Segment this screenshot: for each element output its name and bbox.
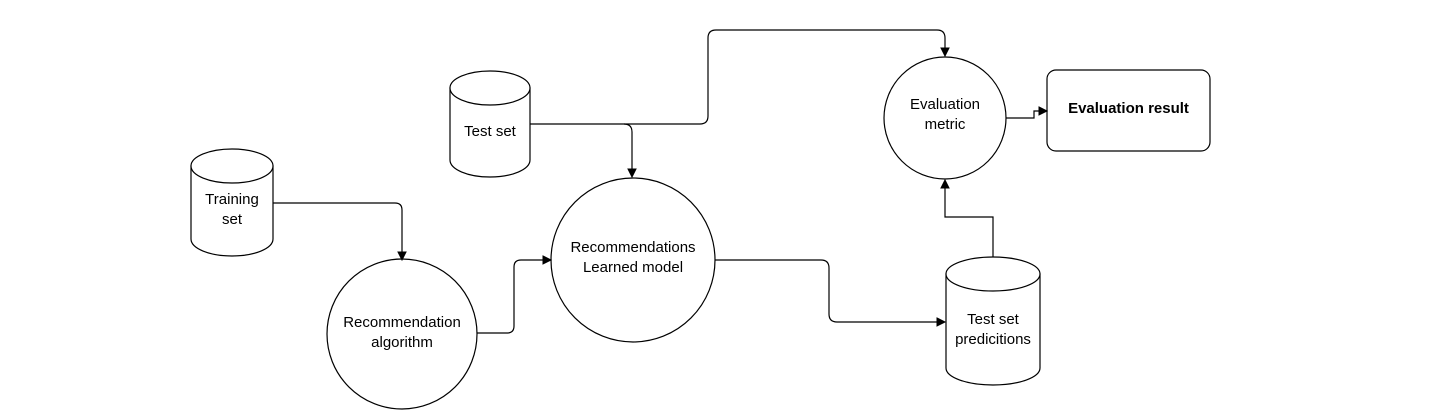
edge-model-to-predictions <box>715 259 938 323</box>
edge-algorithm-to-model <box>477 259 544 334</box>
arrowhead-metric-to-result <box>1038 106 1049 116</box>
edge-training-to-algorithm <box>273 202 403 253</box>
edge-metric-to-result <box>1006 110 1040 119</box>
edge-testset-to-metric <box>624 29 946 125</box>
arrowhead-testset-to-model <box>627 168 637 179</box>
test-set-label: Test set <box>464 123 516 140</box>
evaluation-metric-label: Evaluation metric <box>909 96 981 133</box>
arrowhead-predictions-to-metric <box>940 178 950 189</box>
arrowhead-model-to-predictions <box>936 317 947 327</box>
edge-predictions-to-metric <box>944 187 994 257</box>
test-set-predictions-label: Test set predicitions <box>955 311 1031 348</box>
arrowhead-algorithm-to-model <box>542 255 553 265</box>
training-set-cylinder <box>190 148 274 257</box>
evaluation-result-label: Evaluation result <box>1068 100 1189 117</box>
test-set-cylinder <box>449 70 531 178</box>
learned-model-label: Recommendations Learned model <box>570 239 696 276</box>
training-set-label: Training set <box>205 191 259 228</box>
arrowhead-training-to-algorithm <box>397 251 407 262</box>
edge-testset-to-model <box>530 123 633 170</box>
test-set-predictions-cylinder <box>945 256 1041 386</box>
arrowhead-testset-to-metric <box>940 47 950 58</box>
recommendation-algorithm-label: Recommendation algorithm <box>343 314 461 351</box>
